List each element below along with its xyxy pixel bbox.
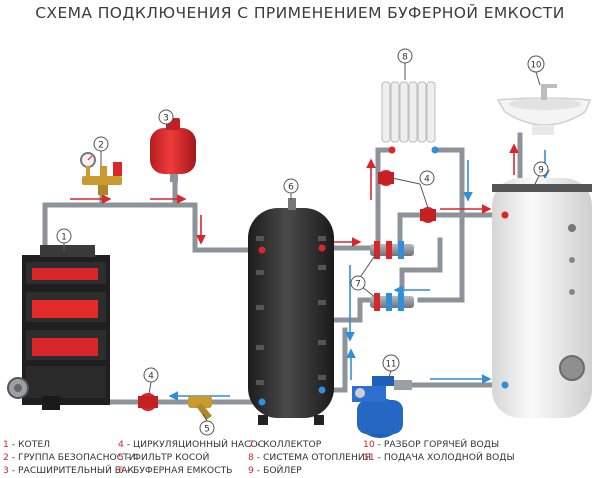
solid-fuel-boiler	[7, 245, 110, 410]
expansion-tank	[150, 118, 196, 182]
callout-3: 3	[158, 109, 174, 125]
piping-diagram: 1 2 3 4 4 5 6 7 8 9 10 11 7	[7, 48, 592, 438]
callout-2: 2	[93, 136, 109, 152]
washbasin	[496, 84, 592, 135]
legend: 1 - КОТЕЛ 2 - ГРУППА БЕЗОПАСНОСТИ 3 - РА…	[3, 438, 597, 478]
legend-column-3: 7 - КОЛЛЕКТОР 8 - СИСТЕМА ОТОПЛЕНИЯ 9 - …	[248, 438, 371, 477]
legend-item-10: 10 - РАЗБОР ГОРЯЧЕЙ ВОДЫ	[363, 439, 500, 450]
svg-text:11: 11	[386, 360, 397, 370]
legend-column-2: 4 - ЦИРКУЛЯЦИОННЫЙ НАСОС 5 - ФИЛЬТР КОСО…	[118, 438, 264, 477]
radiator	[381, 81, 439, 154]
callout-6: 6	[283, 178, 299, 194]
callout-4a: 4	[143, 367, 159, 383]
legend-item-6: 6 - БУФЕРНАЯ ЕМКОСТЬ	[118, 465, 233, 476]
callout-7a: 7	[350, 275, 366, 291]
svg-text:9: 9	[538, 166, 544, 176]
legend-column-4: 10 - РАЗБОР ГОРЯЧЕЙ ВОДЫ 11 - ПОДАЧА ХОЛ…	[363, 438, 515, 464]
legend-item-3: 3 - РАСШИРИТЕЛЬНЫЙ БАК	[3, 465, 134, 476]
legend-item-5: 5 - ФИЛЬТР КОСОЙ	[118, 452, 210, 463]
strainer-filter	[188, 396, 212, 420]
callout-1: 1	[56, 228, 72, 244]
legend-item-2: 2 - ГРУППА БЕЗОПАСНОСТИ	[3, 452, 136, 463]
safety-group	[80, 152, 122, 195]
legend-item-7: 7 - КОЛЛЕКТОР	[248, 439, 322, 450]
svg-text:8: 8	[402, 53, 408, 63]
svg-text:1: 1	[61, 233, 67, 243]
water-pump-station	[352, 376, 412, 438]
circulation-pumps	[138, 170, 436, 411]
callout-11: 11	[382, 354, 400, 372]
legend-item-11: 11 - ПОДАЧА ХОЛОДНОЙ ВОДЫ	[363, 452, 515, 463]
svg-text:7: 7	[355, 280, 361, 290]
legend-item-9: 9 - БОЙЛЕР	[248, 465, 302, 476]
svg-text:6: 6	[288, 183, 294, 193]
svg-text:4: 4	[148, 372, 154, 382]
diagram-title: СХЕМА ПОДКЛЮЧЕНИЯ С ПРИМЕНЕНИЕМ БУФЕРНОЙ…	[35, 4, 565, 22]
svg-text:4: 4	[424, 175, 430, 185]
svg-text:2: 2	[98, 141, 104, 151]
callouts: 1 2 3 4 4 5 6 7 8 9 10 11 7	[56, 48, 549, 436]
callout-10: 10	[527, 55, 545, 73]
manifolds	[370, 241, 414, 311]
svg-text:10: 10	[531, 61, 542, 71]
legend-item-8: 8 - СИСТЕМА ОТОПЛЕНИЯ	[248, 452, 372, 463]
svg-text:5: 5	[204, 425, 210, 435]
legend-item-1: 1 - КОТЕЛ	[3, 439, 51, 450]
callout-8: 8	[397, 48, 413, 64]
legend-item-4: 4 - ЦИРКУЛЯЦИОННЫЙ НАСОС	[118, 439, 265, 450]
callout-9: 9	[533, 161, 549, 177]
pipes	[42, 132, 523, 405]
svg-text:3: 3	[163, 114, 169, 124]
legend-column-1: 1 - КОТЕЛ 2 - ГРУППА БЕЗОПАСНОСТИ 3 - РА…	[3, 438, 136, 477]
buffer-tank	[248, 198, 334, 425]
callout-4b: 4	[419, 170, 435, 186]
callout-5: 5	[199, 420, 215, 436]
water-heater-cylinder	[492, 178, 592, 418]
